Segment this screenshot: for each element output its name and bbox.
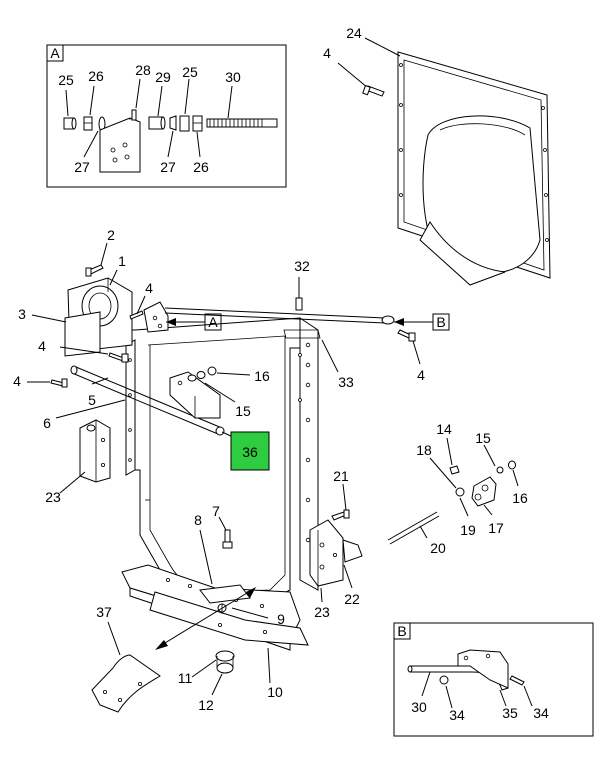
pointer-b-tag: B	[436, 314, 445, 330]
callout-24[interactable]: 24	[346, 25, 362, 41]
callout-15[interactable]: 15	[475, 430, 491, 446]
callout-22[interactable]: 22	[344, 591, 360, 607]
callout-3[interactable]: 3	[18, 306, 26, 322]
mid-bracket	[169, 366, 221, 419]
callout-25[interactable]: 25	[58, 72, 74, 88]
highlighted-callout-box	[230, 431, 270, 471]
detail-b-inset: B 30 34 35 34	[393, 622, 594, 737]
callout-4[interactable]: 4	[323, 45, 331, 61]
callout-5[interactable]: 5	[88, 392, 96, 408]
callout-30[interactable]: 30	[225, 69, 241, 85]
callout-14[interactable]: 14	[436, 421, 452, 437]
bolt-2	[85, 242, 108, 277]
bolt-4-left-upper	[59, 346, 129, 363]
detail-b-tag: B	[397, 623, 406, 639]
callout-27[interactable]: 27	[160, 159, 176, 175]
callout-21[interactable]: 21	[333, 468, 349, 484]
top-mount-plate	[129, 295, 169, 333]
callout-30[interactable]: 30	[411, 699, 427, 715]
callout-16[interactable]: 16	[254, 368, 270, 384]
callout-10[interactable]: 10	[267, 684, 283, 700]
bolt-4-left-lower	[27, 378, 68, 388]
detail-a-tag: A	[50, 45, 60, 61]
callout-6[interactable]: 6	[43, 415, 51, 431]
pointer-a: A	[166, 313, 222, 331]
callout-26[interactable]: 26	[88, 68, 104, 84]
callout-11[interactable]: 11	[178, 670, 193, 686]
callout-28[interactable]: 28	[135, 62, 151, 78]
pointer-b: B	[394, 313, 450, 331]
bushing-11-12	[215, 650, 235, 674]
callout-23[interactable]: 23	[45, 489, 61, 505]
base-cross-member	[121, 564, 309, 651]
callout-29[interactable]: 29	[155, 69, 171, 85]
callout-4[interactable]: 4	[145, 280, 153, 296]
radiator-frame	[125, 317, 321, 601]
callout-18[interactable]: 18	[416, 442, 432, 458]
callout-15[interactable]: 15	[235, 403, 251, 419]
callout-36[interactable]: 36	[242, 444, 258, 460]
fan-shroud	[364, 37, 551, 286]
callout-27[interactable]: 27	[74, 159, 90, 175]
callout-2[interactable]: 2	[107, 227, 115, 243]
bracket-37	[91, 654, 161, 713]
callout-35[interactable]: 35	[502, 705, 518, 721]
bolt-4-top	[337, 62, 385, 97]
bolt-4-right	[397, 329, 421, 365]
callout-19[interactable]: 19	[460, 522, 476, 538]
bolt-7	[218, 516, 233, 549]
detail-a-inset: A	[46, 44, 287, 188]
callout-4[interactable]: 4	[417, 367, 425, 383]
top-left-bracket	[64, 277, 133, 357]
callout-23[interactable]: 23	[314, 604, 330, 620]
callout-25[interactable]: 25	[182, 64, 198, 80]
callout-34[interactable]: 34	[449, 707, 465, 723]
detail-b-parts	[407, 649, 525, 691]
callout-32[interactable]: 32	[294, 258, 310, 274]
callout-16[interactable]: 16	[512, 490, 528, 506]
bolt-21	[331, 483, 350, 521]
callout-37[interactable]: 37	[96, 604, 112, 620]
callout-9[interactable]: 9	[277, 611, 285, 627]
callout-4[interactable]: 4	[38, 338, 46, 354]
detail-a-parts	[63, 109, 278, 173]
callout-4[interactable]: 4	[13, 373, 21, 389]
callout-1[interactable]: 1	[118, 253, 126, 269]
left-bracket-23	[79, 419, 111, 483]
lower-right-bracket	[309, 519, 363, 587]
callout-7[interactable]: 7	[212, 503, 220, 519]
rod-end-assembly	[387, 460, 516, 545]
pointer-a-tag: A	[208, 314, 218, 330]
callout-8[interactable]: 8	[194, 512, 202, 528]
callout-34[interactable]: 34	[533, 705, 549, 721]
callout-17[interactable]: 17	[488, 520, 504, 536]
callout-20[interactable]: 20	[430, 540, 446, 556]
callout-33[interactable]: 33	[338, 374, 354, 390]
upper-stay-rod	[164, 277, 395, 325]
callout-26[interactable]: 26	[193, 159, 209, 175]
callout-12[interactable]: 12	[198, 697, 214, 713]
